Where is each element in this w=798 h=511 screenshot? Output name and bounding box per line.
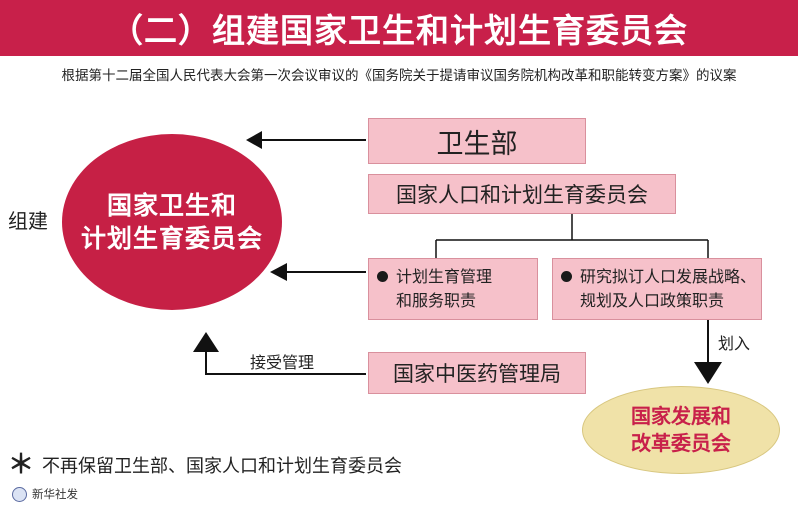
main-circle-line2: 计划生育委员会 — [80, 224, 263, 253]
ndrc-line2: 改革委员会 — [631, 431, 731, 455]
duty-line1: 计划生育管理 — [377, 265, 492, 289]
arrow-duty-head — [270, 263, 287, 281]
box-jisheng-label: 国家人口和计划生育委员会 — [396, 183, 648, 207]
arrow-accept-line — [205, 352, 366, 375]
arrow-accept-head — [193, 332, 219, 352]
bullet-icon — [561, 271, 572, 282]
ndrc-ellipse: 国家发展和 改革委员会 — [582, 386, 780, 474]
note: ＊ 不再保留卫生部、国家人口和计划生育委员会 — [8, 452, 402, 478]
duty-line2: 和服务职责 — [396, 291, 477, 310]
footer-source: 新华社发 — [32, 487, 78, 501]
box-weisheng-label: 卫生部 — [436, 128, 518, 160]
duty-line1-text: 计划生育管理 — [396, 267, 493, 286]
box-research: 研究拟订人口发展战略、 规划及人口政策职责 — [552, 258, 762, 320]
main-circle-nhfpc: 国家卫生和 计划生育委员会 — [62, 134, 282, 310]
page-title: （二）组建国家卫生和计划生育委员会 — [110, 11, 688, 50]
main-circle-line1: 国家卫生和 — [106, 191, 237, 220]
accept-label: 接受管理 — [250, 353, 315, 372]
bullet-icon — [377, 271, 388, 282]
box-weisheng: 卫生部 — [368, 118, 586, 164]
box-tcm: 国家中医药管理局 — [368, 352, 586, 394]
research-line1-text: 研究拟订人口发展战略、 — [580, 267, 757, 286]
note-text: 不再保留卫生部、国家人口和计划生育委员会 — [42, 456, 403, 477]
footer: 新华社发 — [12, 486, 78, 502]
side-label-zujian: 组建 — [8, 209, 48, 233]
transfer-label: 划入 — [718, 334, 751, 353]
box-jisheng: 国家人口和计划生育委员会 — [368, 174, 676, 214]
box-tcm-label: 国家中医药管理局 — [393, 362, 561, 386]
ndrc-line1: 国家发展和 — [631, 404, 731, 428]
asterisk-icon: ＊ — [8, 450, 35, 480]
xinhua-logo-icon — [12, 486, 27, 502]
research-line2: 规划及人口政策职责 — [580, 291, 725, 310]
subtitle: 根据第十二届全国人民代表大会第一次会议审议的《国务院关于提请审议国务院机构改革和… — [61, 68, 737, 84]
box-duty: 计划生育管理 和服务职责 — [368, 258, 538, 320]
header-banner: （二）组建国家卫生和计划生育委员会 — [0, 0, 798, 56]
arrow-transfer-head — [694, 362, 722, 384]
research-line1: 研究拟订人口发展战略、 — [561, 265, 756, 289]
arrow-weisheng-head — [246, 131, 262, 149]
